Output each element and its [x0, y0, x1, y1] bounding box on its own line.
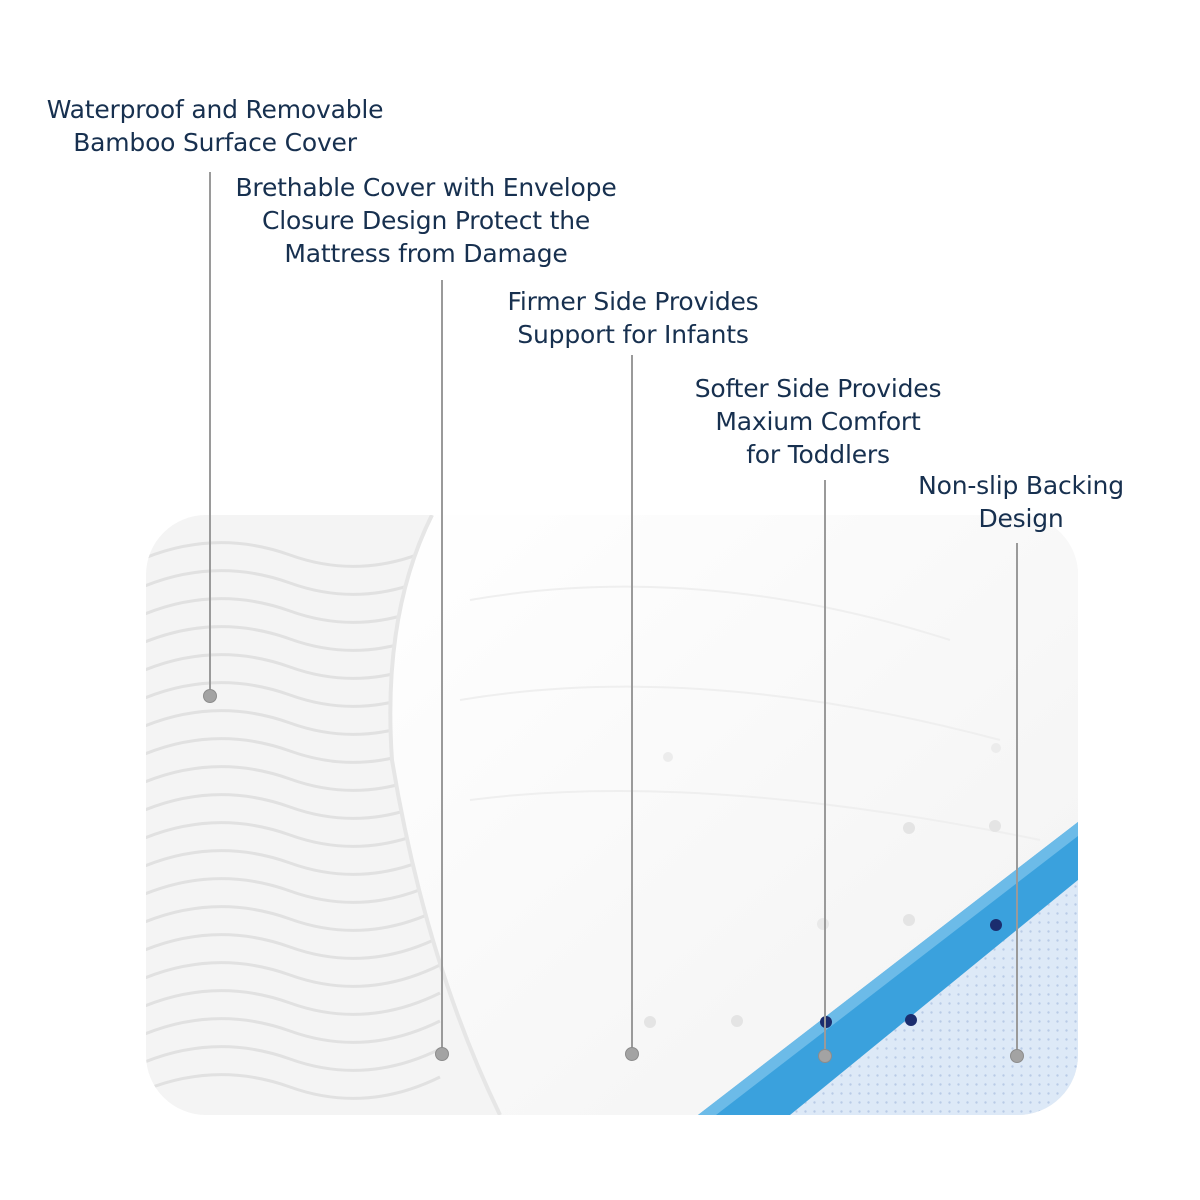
callout-line: Mattress from Damage: [284, 239, 568, 268]
callout-breathable-cover: Brethable Cover with Envelope Closure De…: [226, 171, 626, 270]
callout-line: Softer Side Provides: [694, 374, 942, 403]
marker-dot-softer-side: [818, 1049, 832, 1063]
callout-line: Maxium Comfort: [715, 407, 921, 436]
callout-non-slip-backing: Non-slip Backing Design: [906, 469, 1136, 535]
leader-line-softer-side: [824, 480, 826, 1050]
callout-line: Bamboo Surface Cover: [73, 128, 357, 157]
leader-line-bamboo-cover: [209, 172, 211, 690]
callout-firmer-side: Firmer Side Provides Support for Infants: [478, 285, 788, 351]
callout-line: Brethable Cover with Envelope: [235, 173, 617, 202]
callout-line: Support for Infants: [517, 320, 749, 349]
callout-line: Design: [978, 504, 1064, 533]
marker-dot-non-slip-backing: [1010, 1049, 1024, 1063]
leader-line-breathable-cover: [441, 280, 443, 1048]
marker-dot-bamboo-cover: [203, 689, 217, 703]
callout-line: Waterproof and Removable: [46, 95, 384, 124]
quilted-wave-pattern: [146, 541, 441, 1100]
air-hole-dots: [644, 743, 1002, 1028]
leader-line-firmer-side: [631, 355, 633, 1048]
callout-softer-side: Softer Side Provides Maxium Comfort for …: [673, 372, 963, 471]
callout-line: Firmer Side Provides: [507, 287, 759, 316]
callout-line: Non-slip Backing: [918, 471, 1124, 500]
callout-line: for Toddlers: [746, 440, 890, 469]
callout-bamboo-cover: Waterproof and Removable Bamboo Surface …: [30, 93, 400, 159]
marker-dot-firmer-side: [625, 1047, 639, 1061]
leader-line-non-slip-backing: [1016, 543, 1018, 1050]
marker-dot-breathable-cover: [435, 1047, 449, 1061]
callout-line: Closure Design Protect the: [261, 206, 591, 235]
